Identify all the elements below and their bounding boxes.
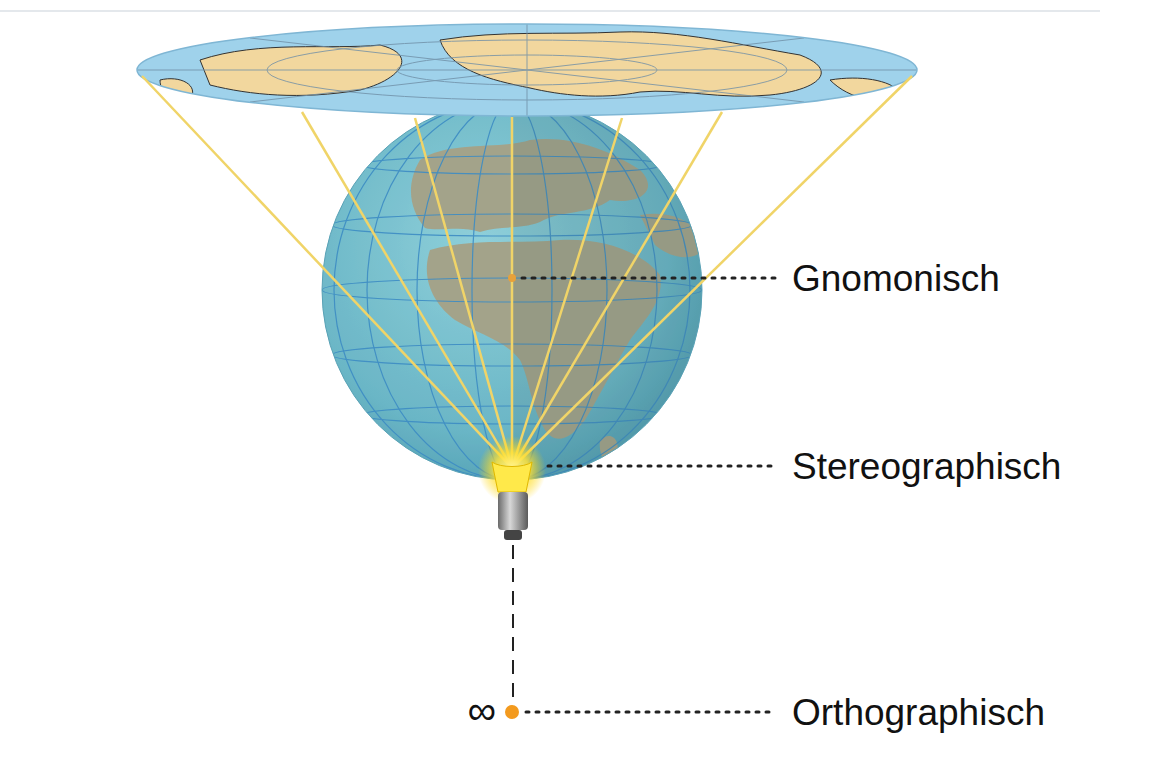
axis-line bbox=[512, 545, 514, 706]
center-point bbox=[508, 274, 516, 282]
light-bulb bbox=[478, 436, 546, 540]
projection-label: Stereographisch bbox=[792, 448, 1061, 485]
infinity-point bbox=[505, 705, 519, 719]
leader-lines bbox=[522, 278, 776, 712]
projection-label: Orthographisch bbox=[792, 694, 1045, 731]
map-disc bbox=[137, 24, 917, 116]
projection-label: Gnomonisch bbox=[792, 260, 1000, 297]
infinity-symbol: ∞ bbox=[467, 690, 496, 730]
top-rule bbox=[0, 10, 1100, 12]
globe bbox=[322, 100, 705, 480]
